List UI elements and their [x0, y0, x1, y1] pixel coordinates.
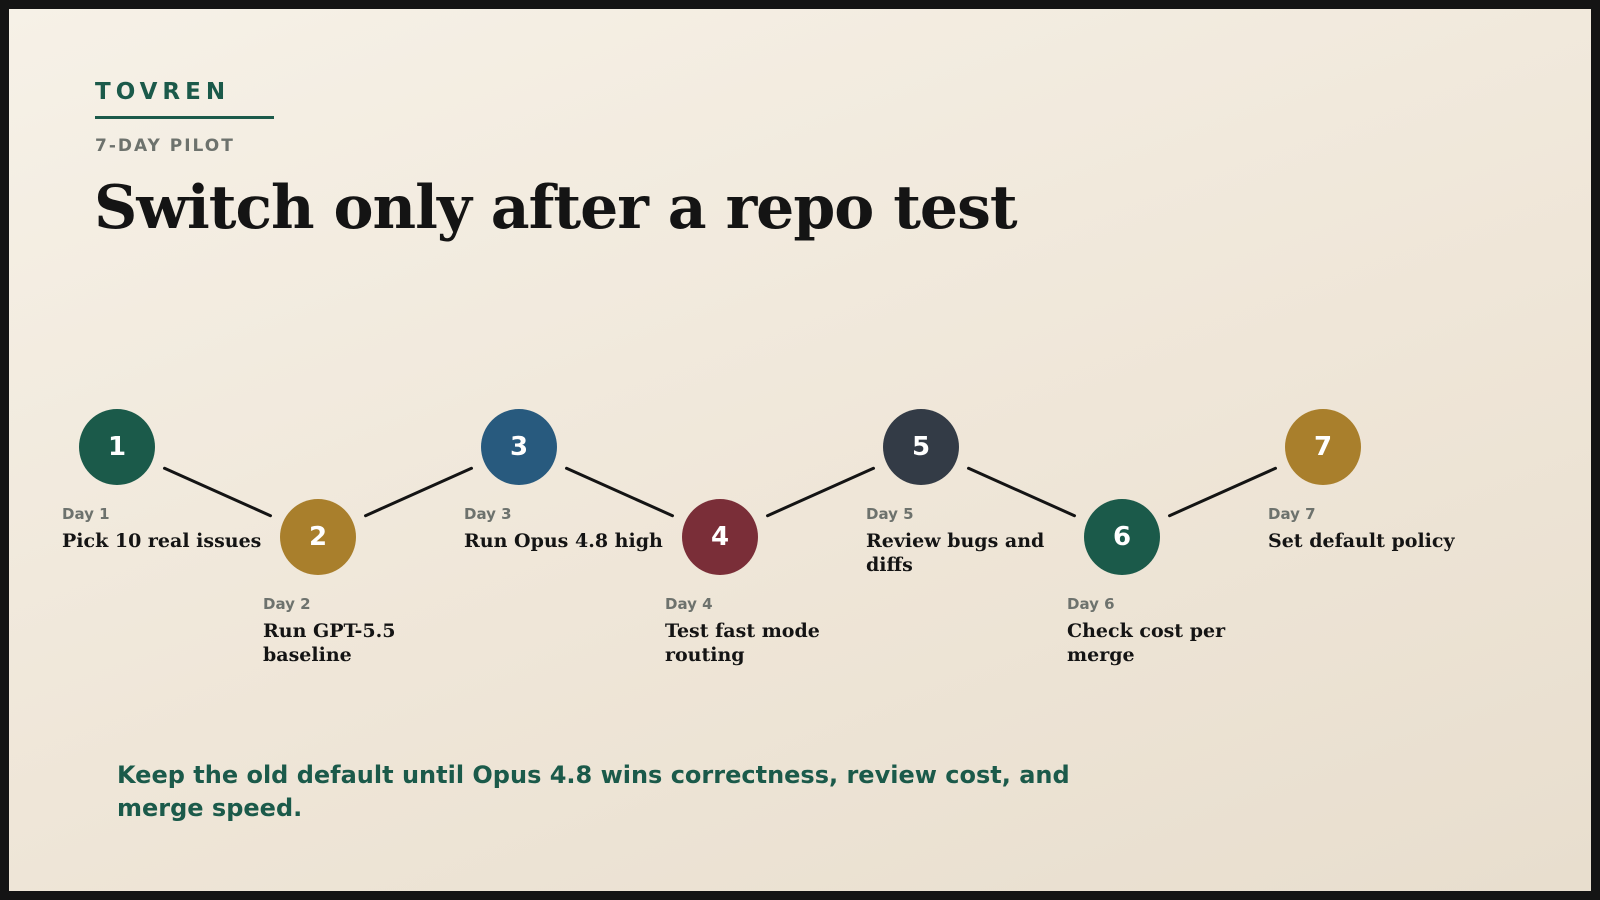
- step-5-marker: 5: [883, 409, 959, 485]
- connector-6-7: [1168, 466, 1277, 518]
- step-7-label: Day 7 Set default policy: [1268, 505, 1468, 553]
- slide-title: Switch only after a repo test: [94, 173, 1018, 243]
- step-6-description: Check cost per merge: [1067, 620, 1226, 666]
- step-4-day: Day 4: [665, 595, 713, 613]
- step-7-day: Day 7: [1268, 505, 1316, 523]
- connector-1-2: [163, 466, 272, 518]
- step-6-label: Day 6 Check cost per merge: [1067, 595, 1267, 667]
- step-2-label: Day 2 Run GPT-5.5 baseline: [263, 595, 463, 667]
- step-3-label: Day 3 Run Opus 4.8 high: [464, 505, 664, 553]
- footer-takeaway: Keep the old default until Opus 4.8 wins…: [117, 761, 1070, 822]
- step-3-marker: 3: [481, 409, 557, 485]
- step-3-description: Run Opus 4.8 high: [464, 530, 663, 552]
- connector-4-5: [766, 466, 875, 518]
- step-2-description: Run GPT-5.5 baseline: [263, 620, 396, 666]
- timeline-connectors: [163, 466, 1277, 518]
- step-1-marker: 1: [79, 409, 155, 485]
- step-7-marker: 7: [1285, 409, 1361, 485]
- step-2-day: Day 2: [263, 595, 311, 613]
- step-1-label: Day 1 Pick 10 real issues: [62, 505, 262, 553]
- step-4-label: Day 4 Test fast mode routing: [665, 595, 865, 667]
- step-1-description: Pick 10 real issues: [62, 530, 262, 552]
- step-1-day: Day 1: [62, 505, 110, 523]
- brand-wordmark: TOVREN: [95, 79, 231, 105]
- connector-5-6: [967, 466, 1076, 518]
- step-2-marker: 2: [280, 499, 356, 575]
- step-4-marker: 4: [682, 499, 758, 575]
- step-5-description: Review bugs and diffs: [866, 530, 1045, 576]
- step-6-day: Day 6: [1067, 595, 1115, 613]
- step-3-day: Day 3: [464, 505, 512, 523]
- step-5-day: Day 5: [866, 505, 914, 523]
- step-4-description: Test fast mode routing: [665, 620, 820, 666]
- step-6-marker: 6: [1084, 499, 1160, 575]
- step-5-label: Day 5 Review bugs and diffs: [866, 505, 1066, 577]
- connector-3-4: [565, 466, 674, 518]
- eyebrow-label: 7-DAY PILOT: [95, 136, 235, 156]
- brand-underline: [95, 116, 274, 119]
- step-7-description: Set default policy: [1268, 530, 1455, 552]
- slide: TOVREN 7-DAY PILOT Switch only after a r…: [9, 9, 1591, 891]
- connector-2-3: [364, 466, 473, 518]
